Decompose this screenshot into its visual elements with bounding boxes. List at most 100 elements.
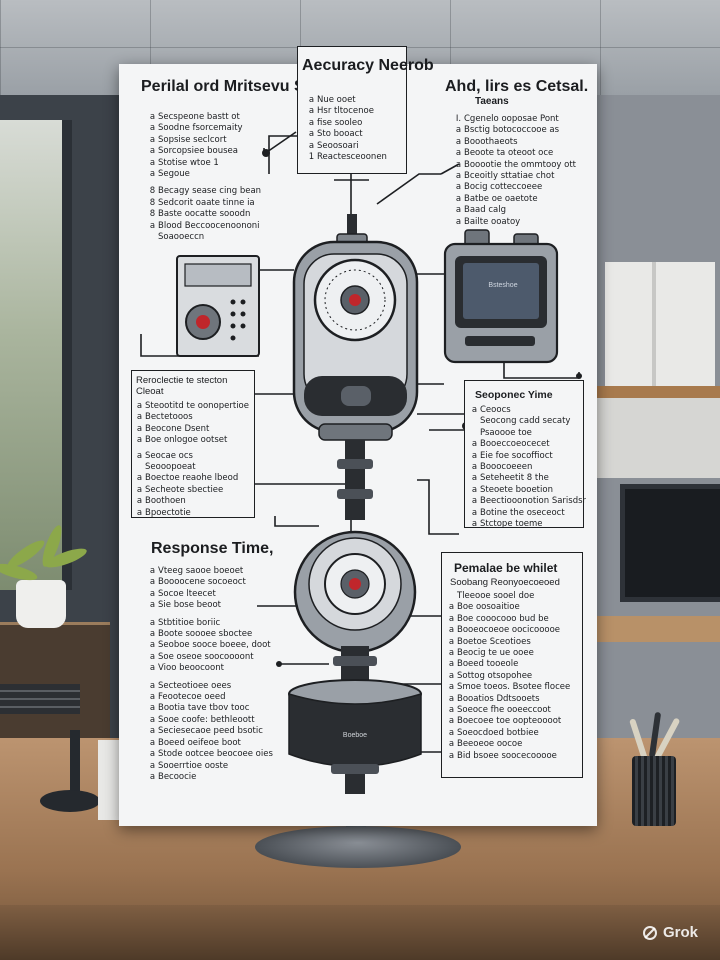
list-item: Sottog otsopohee bbox=[457, 670, 533, 681]
list-item: Bocig cotteccoeee bbox=[464, 182, 543, 193]
list-item: Psaoooe toe bbox=[480, 427, 532, 438]
list-item: Boooocene socoeoct bbox=[158, 577, 246, 588]
desk-lamp-pole bbox=[70, 730, 80, 800]
list-item: Boeed oeifeoe boot bbox=[158, 737, 241, 748]
sensor-device-illustration bbox=[292, 214, 419, 441]
list-item: Beocone Dsent bbox=[145, 423, 210, 434]
list-item: Eie foe socoffioct bbox=[480, 450, 553, 461]
list-item: Segoue bbox=[158, 169, 190, 180]
connector-node bbox=[276, 661, 282, 667]
card-holder bbox=[98, 740, 120, 820]
list-item: Seoosoari bbox=[317, 140, 359, 151]
accuracy-title: Aecuracy Neerob bbox=[302, 57, 434, 74]
background-desk bbox=[597, 616, 720, 642]
plant-pot bbox=[16, 580, 66, 628]
list-item: Seooopoeat bbox=[145, 462, 196, 473]
list-item: Seteheetit 8 the bbox=[480, 473, 549, 484]
list-item: Tleeooe sooel doe bbox=[457, 591, 535, 601]
wall-cabinet bbox=[597, 398, 720, 478]
list-item: Seocong cadd secaty bbox=[480, 416, 571, 427]
list-item: Boe oosoaitioe bbox=[457, 602, 520, 613]
list-item: Soeocdoed botbiee bbox=[457, 727, 539, 738]
list-item: Reactesceoonen bbox=[317, 152, 387, 163]
list-item: Bailte ooatoy bbox=[464, 216, 521, 227]
pen-holder bbox=[632, 756, 676, 826]
list-item: Ceoocs bbox=[480, 405, 511, 415]
list-item: Seoboe sooce boeee, doot bbox=[158, 640, 271, 651]
list-item: Soe oseoe soocoooont bbox=[158, 651, 254, 662]
connector-node bbox=[262, 149, 270, 157]
book-stack bbox=[0, 684, 80, 714]
list-item: Stode ootcee beocoee oies bbox=[158, 749, 273, 760]
list-item: Beoote ta oteoot oce bbox=[464, 148, 554, 159]
list-item: Sedcorit oaate tinne ia bbox=[158, 197, 255, 208]
list-item: Blood Beccoocenoononi bbox=[158, 220, 260, 231]
list-item: Boote soooee sboctee bbox=[158, 629, 253, 640]
top-right-subtitle: Taeans bbox=[475, 96, 509, 107]
list-item: Secteotioee oees bbox=[158, 680, 232, 691]
list-item: Boothoen bbox=[145, 496, 186, 507]
list-item: Booeocoeoe oocicooooe bbox=[457, 625, 561, 636]
list-item: Batbe oe oaetote bbox=[464, 193, 538, 204]
background-monitor bbox=[620, 484, 720, 602]
list-item: Hsr tltocenoe bbox=[317, 106, 374, 117]
list-item: Bectetooos bbox=[145, 412, 193, 423]
list-item: Seocae ocs bbox=[145, 450, 193, 461]
response-time-title: Response Time, bbox=[151, 540, 274, 557]
list-item: Boe cooocooo bud be bbox=[457, 613, 549, 624]
grok-logo-icon bbox=[643, 925, 657, 940]
list-item: Boecoee toe oopteoooot bbox=[457, 716, 562, 727]
list-item: Bpoectotie bbox=[145, 507, 191, 518]
shelf-binders bbox=[605, 262, 715, 387]
list-item: Seciesecaoe peed bsotic bbox=[158, 726, 263, 737]
list-item: Booeccoeocecet bbox=[480, 439, 550, 450]
list-item: Cgenelo ooposae Pont bbox=[464, 114, 559, 124]
wall-shelf bbox=[597, 386, 720, 398]
lower-sensor-illustration bbox=[293, 530, 417, 686]
watermark-text: Grok bbox=[663, 924, 699, 941]
list-item: Becagy sease cing bean bbox=[158, 186, 262, 197]
list-item: Stbtitioe boriic bbox=[158, 617, 221, 628]
base-unit-label: Boeboe bbox=[342, 732, 368, 739]
list-item: Sopsise seclcort bbox=[158, 134, 227, 145]
connector-line bbox=[140, 334, 259, 357]
list-item: Beocig te ue ooee bbox=[457, 648, 534, 659]
list-item: Vioo beoocoont bbox=[158, 663, 224, 674]
poster-stand-base bbox=[255, 826, 461, 868]
device-shaft bbox=[337, 440, 373, 520]
list-item: Vteeg saooe boeoet bbox=[158, 566, 244, 576]
list-item: Booatios Ddtsooets bbox=[457, 693, 540, 704]
list-item: Stotise wtoe 1 bbox=[158, 157, 219, 168]
list-item: Sto booact bbox=[317, 129, 363, 140]
list-item: Bceoitly sttatiae chot bbox=[464, 171, 555, 182]
list-item: Beeoeoe oocoe bbox=[457, 739, 523, 750]
list-item: Bid bsoee soocecooooe bbox=[457, 750, 557, 761]
list-item: Sooe coofe: bethleoott bbox=[158, 714, 255, 725]
list-item: Socoe lteecet bbox=[158, 588, 216, 599]
list-item: Boetoe Sceotioes bbox=[457, 636, 531, 647]
list-item: Nue ooet bbox=[317, 95, 356, 105]
list-item: Boectoe reaohe lbeod bbox=[145, 473, 239, 484]
list-item: Booothaeots bbox=[464, 136, 518, 147]
connector-line bbox=[274, 516, 319, 527]
list-item: Sooerrtioe ooste bbox=[158, 760, 229, 771]
performance-subtitle: Soobang Reonyoecoeoed bbox=[450, 577, 560, 588]
list-item: Steoete booetion bbox=[480, 484, 553, 495]
list-item: Booocoeeen bbox=[480, 462, 533, 473]
grok-watermark: Grok bbox=[642, 924, 698, 941]
list-item: Soaooeccn bbox=[158, 232, 205, 243]
connector-node bbox=[576, 373, 582, 379]
list-item: Botine the oseceoct bbox=[480, 507, 565, 518]
list-item: Bsctig botococcooe as bbox=[464, 125, 560, 136]
connector-line bbox=[376, 173, 441, 205]
connector-line bbox=[503, 360, 579, 379]
